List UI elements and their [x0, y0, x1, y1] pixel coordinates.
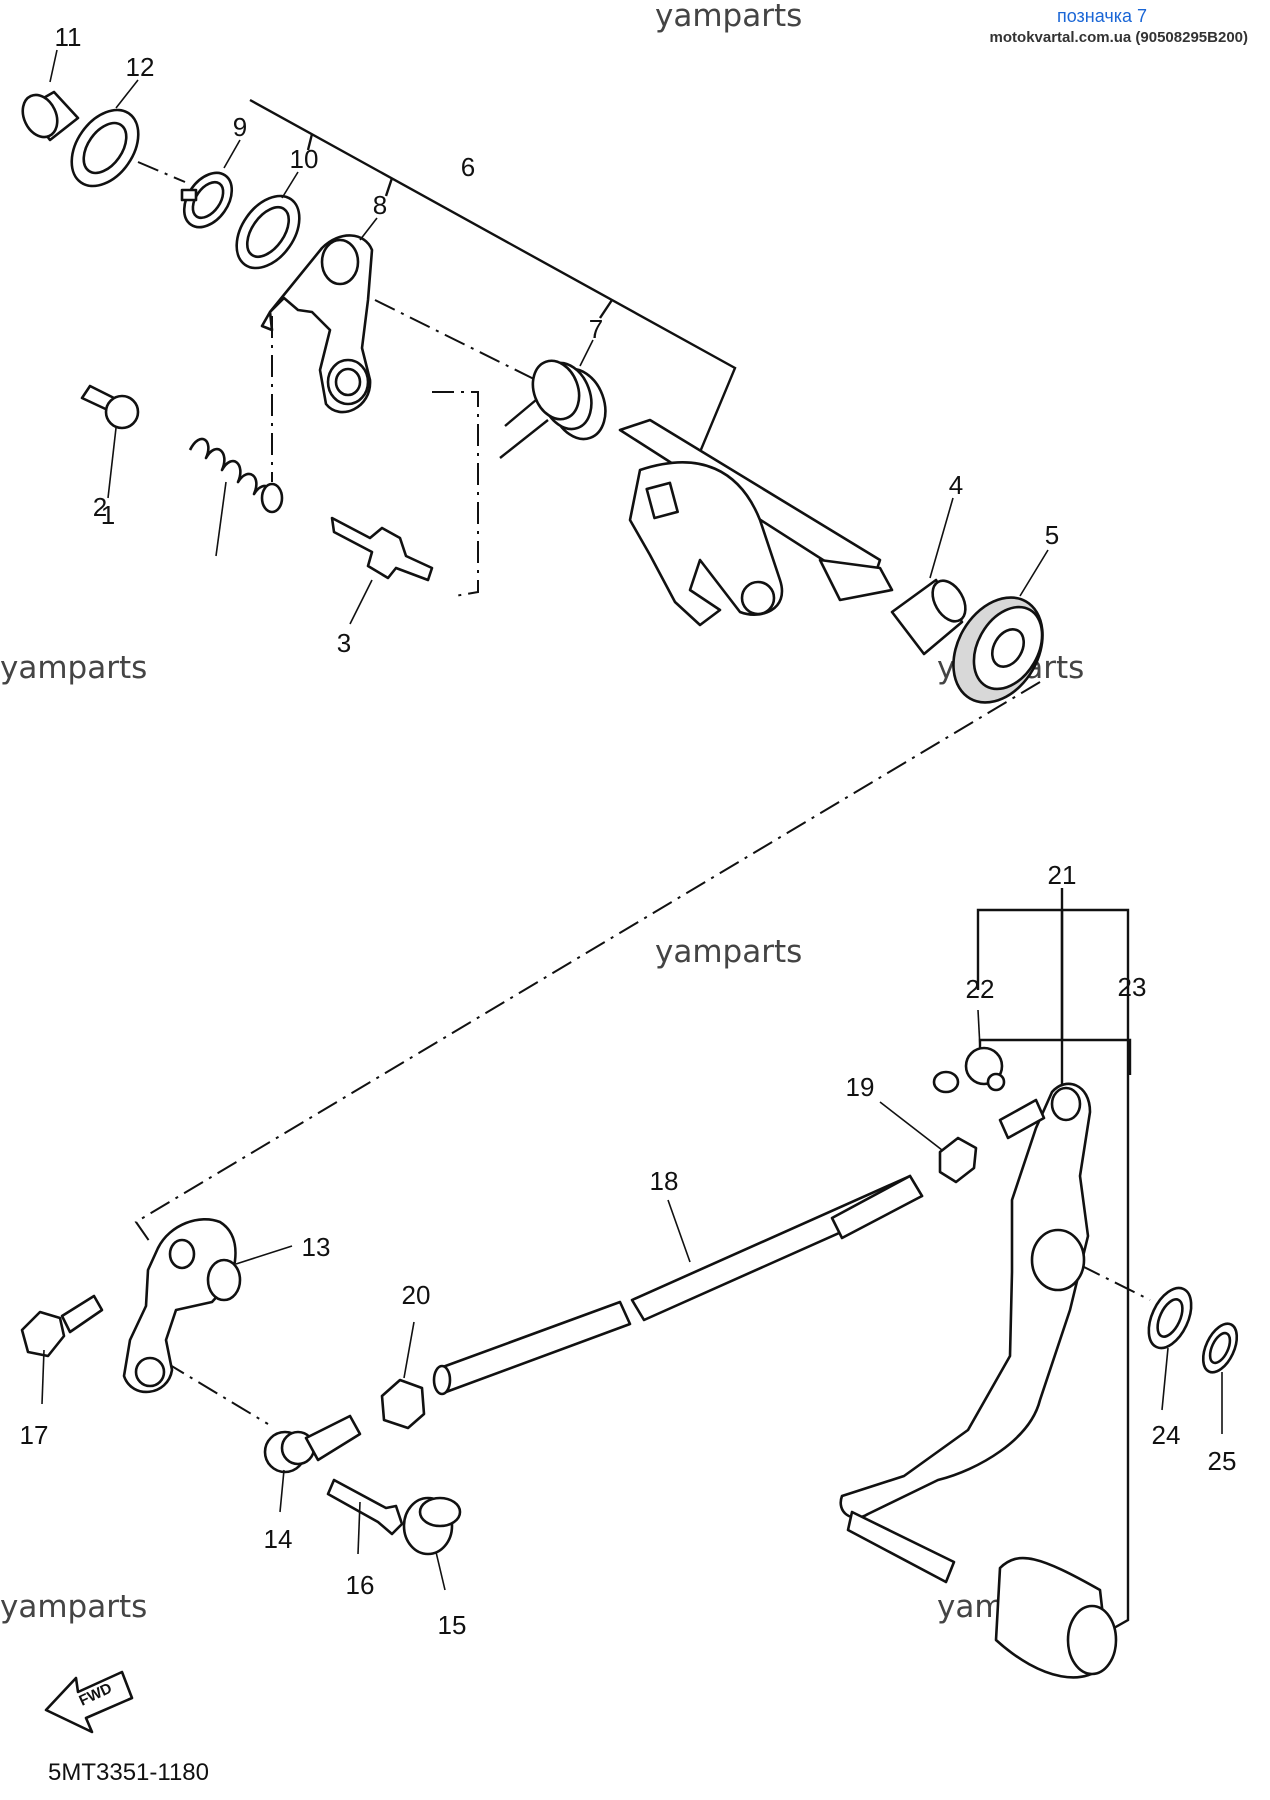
part-label-3[interactable]: 3: [337, 628, 351, 658]
assembly-centerlines: [134, 161, 1151, 1425]
shift-shaft-assembly: [618, 418, 894, 627]
part-12-washer: [70, 108, 140, 188]
reference-code: 5MT3351-1180: [48, 1759, 209, 1786]
pedal-pivot-bolt: [998, 1098, 1046, 1140]
part-9-circlip: [180, 171, 234, 229]
part-label-19[interactable]: 19: [846, 1072, 875, 1102]
part-2-pin: [80, 384, 140, 430]
part-label-4[interactable]: 4: [949, 470, 963, 500]
part-label-17[interactable]: 17: [20, 1420, 49, 1450]
assembly-6-bracket: [249, 98, 737, 453]
part-label-5[interactable]: 5: [1045, 520, 1059, 550]
part-8-lever-arm: [260, 234, 374, 414]
part-4-collar: [890, 578, 967, 656]
part-number-labels: 1 2 3 4 5 6 7 8 9 10 11 12 13 14 15 16 1…: [20, 22, 1237, 1640]
part-25-circlip: [1201, 1322, 1239, 1374]
part-label-10[interactable]: 10: [290, 144, 319, 174]
part-10-washer: [235, 194, 301, 270]
part-22-rod-end: [932, 1046, 1006, 1094]
part-18-shift-rod: [432, 1174, 924, 1396]
part-label-7[interactable]: 7: [589, 314, 603, 344]
shift-pedal-rubber: [994, 1556, 1118, 1679]
part-1-spring: [188, 437, 284, 514]
part-label-1[interactable]: 1: [101, 500, 115, 530]
part-label-16[interactable]: 16: [346, 1570, 375, 1600]
part-20-nut: [380, 1378, 426, 1430]
watermark: yamparts: [655, 0, 802, 34]
part-24-washer: [1147, 1286, 1193, 1350]
part-5-oil-seal: [952, 596, 1044, 704]
part-16-bolt: [326, 1478, 404, 1536]
part-label-23[interactable]: 23: [1118, 972, 1147, 1002]
part-3-stud-bolt: [330, 516, 434, 582]
part-label-25[interactable]: 25: [1208, 1446, 1237, 1476]
part-label-12[interactable]: 12: [126, 52, 155, 82]
part-23-shift-pedal: [839, 1082, 1092, 1584]
leader-lines: [41, 49, 1223, 1591]
watermark: yamparts: [0, 650, 147, 686]
part-11-sleeve: [21, 90, 80, 142]
part-14-rod-end: [263, 1414, 362, 1474]
part-label-24[interactable]: 24: [1152, 1420, 1181, 1450]
part-13-shift-arm: [122, 1217, 242, 1394]
part-label-2[interactable]: 2: [93, 492, 107, 522]
header-shop: motokvartal.com.ua (90508295B200): [990, 29, 1248, 46]
part-7-torsion-spring: [499, 359, 607, 459]
part-label-15[interactable]: 15: [438, 1610, 467, 1640]
header-tag[interactable]: позначка 7: [1057, 6, 1147, 26]
part-label-11[interactable]: 11: [55, 22, 82, 52]
part-label-8[interactable]: 8: [373, 190, 387, 220]
part-15-cap: [402, 1496, 462, 1556]
watermark: yamparts: [655, 934, 802, 970]
part-label-18[interactable]: 18: [650, 1166, 679, 1196]
part-label-14[interactable]: 14: [264, 1524, 293, 1554]
part-19-nut: [938, 1136, 978, 1184]
part-17-bolt: [20, 1294, 104, 1358]
part-label-6[interactable]: 6: [461, 152, 475, 182]
part-label-22[interactable]: 22: [966, 974, 995, 1004]
watermark: yamparts: [0, 1589, 147, 1625]
forward-arrow-icon: FWD: [44, 1670, 134, 1734]
part-label-13[interactable]: 13: [302, 1232, 331, 1262]
part-label-9[interactable]: 9: [233, 112, 247, 142]
part-label-21[interactable]: 21: [1048, 860, 1077, 890]
part-label-20[interactable]: 20: [402, 1280, 431, 1310]
